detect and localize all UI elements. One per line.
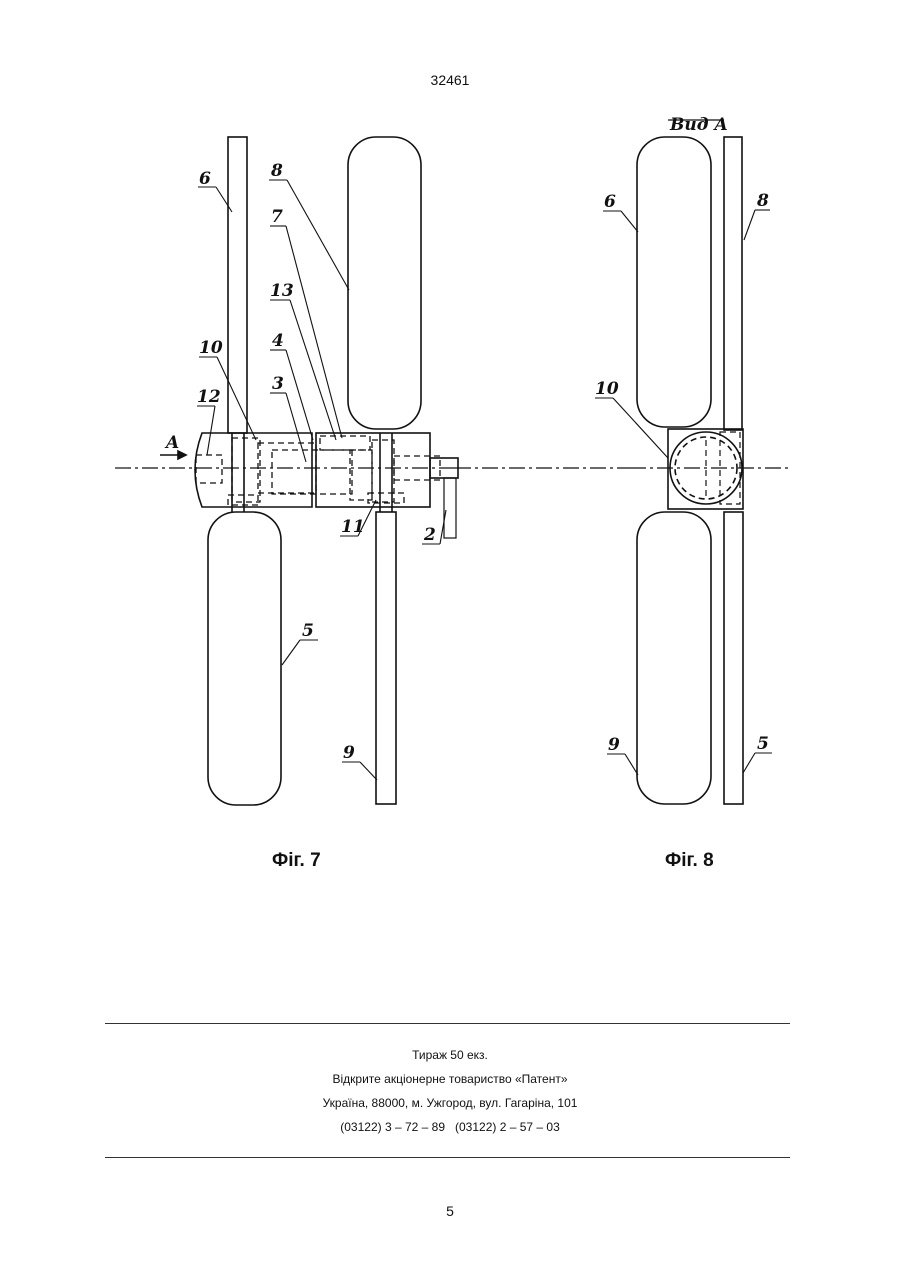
- callout-13: 13: [270, 281, 294, 301]
- callout-A: A: [164, 433, 179, 453]
- publisher-text: Відкрите акціонерне товариство «Патент»: [0, 1067, 900, 1091]
- patent-drawing: 6 8 7 13 10 4 12 3 A 11 2 5 9 Вид A 6 8 …: [0, 0, 900, 900]
- callout-6: 6: [199, 169, 211, 189]
- callout-2: 2: [423, 525, 436, 545]
- callout-8: 8: [270, 161, 283, 181]
- divider-bottom: [105, 1157, 790, 1158]
- callout-7: 7: [271, 207, 283, 227]
- circulation-text: Тираж 50 екз.: [0, 1043, 900, 1067]
- callout-10: 10: [199, 338, 223, 358]
- callout-6: 6: [604, 192, 616, 212]
- figure-7-drawing: [115, 137, 790, 805]
- callout-5: 5: [302, 621, 314, 641]
- callout-9: 9: [608, 735, 620, 755]
- figure-8-caption: Фіг. 8: [665, 850, 714, 872]
- view-title: Вид A: [669, 115, 728, 135]
- page-number: 5: [0, 1203, 900, 1219]
- figure-7-caption: Фіг. 7: [272, 850, 321, 872]
- address-text: Україна, 88000, м. Ужгород, вул. Гагарін…: [0, 1091, 900, 1115]
- callout-5: 5: [757, 734, 769, 754]
- figure-8-leaders: [595, 210, 772, 775]
- callout-8: 8: [756, 191, 769, 211]
- callout-3: 3: [272, 374, 284, 394]
- callout-11: 11: [341, 517, 365, 537]
- callout-12: 12: [197, 387, 221, 407]
- callout-10: 10: [595, 379, 619, 399]
- divider-top: [105, 1023, 790, 1024]
- callout-4: 4: [272, 331, 284, 351]
- callout-9: 9: [343, 743, 355, 763]
- phones-text: (03122) 3 – 72 – 89 (03122) 2 – 57 – 03: [0, 1115, 900, 1139]
- figure-8-drawing: [630, 120, 792, 804]
- imprint-block: Тираж 50 екз. Відкрите акціонерне товари…: [0, 1043, 900, 1139]
